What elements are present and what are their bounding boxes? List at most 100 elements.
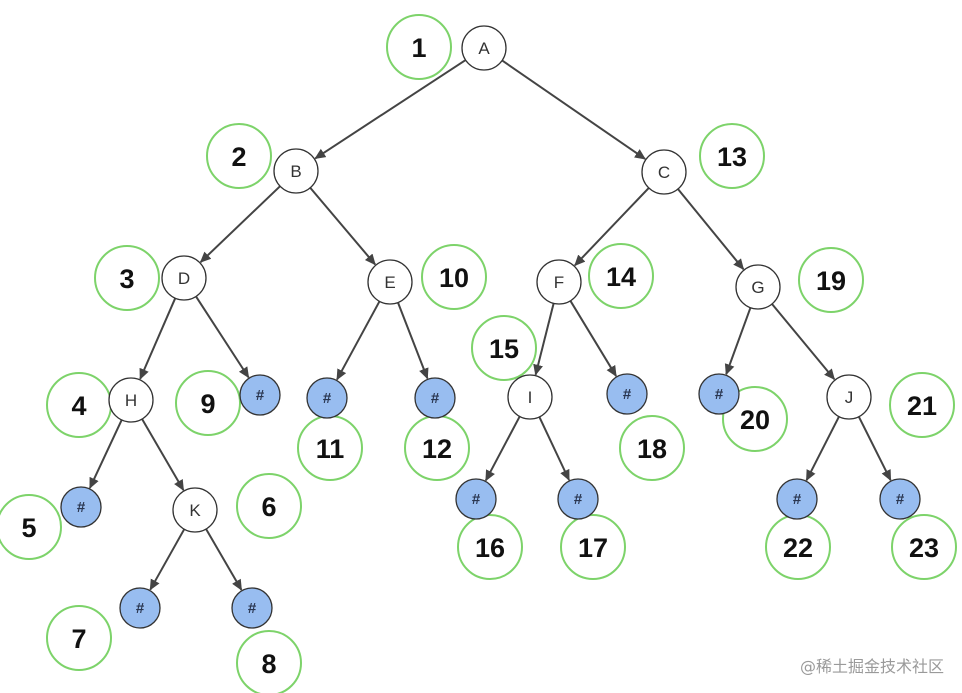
order-circle — [619, 415, 685, 481]
edge-A-B — [314, 59, 467, 160]
node-label: # — [623, 386, 632, 403]
edge-I-n16 — [484, 415, 521, 482]
node-circle — [161, 255, 207, 301]
null-node-n17: # — [557, 478, 599, 520]
edge-E-n12 — [397, 302, 429, 380]
node-label: # — [136, 600, 145, 617]
order-number: 4 — [71, 391, 86, 421]
order-number: 10 — [439, 263, 469, 293]
edge-C-G — [677, 188, 745, 270]
order-circle — [421, 244, 487, 310]
order-label-23: 23 — [891, 514, 957, 580]
order-number: 20 — [740, 405, 770, 435]
edge-E-n11 — [336, 300, 381, 381]
order-label-14: 14 — [588, 243, 654, 309]
null-circle — [239, 374, 281, 416]
edge-J-n22 — [805, 416, 840, 482]
edge-D-n9 — [195, 295, 250, 379]
order-circle — [236, 473, 302, 539]
order-circle — [588, 243, 654, 309]
node-label: D — [178, 269, 190, 288]
node-label: J — [845, 388, 854, 407]
node-label: # — [77, 499, 86, 516]
node-label: G — [751, 278, 764, 297]
edge-C-F — [574, 187, 650, 267]
order-number: 13 — [717, 142, 747, 172]
order-circle — [206, 123, 272, 189]
tree-node-J: J — [826, 374, 872, 420]
order-label-1: 1 — [386, 14, 452, 80]
order-circle — [386, 14, 452, 80]
order-circle — [471, 315, 537, 381]
order-circle — [889, 372, 955, 438]
tree-node-I: I — [507, 374, 553, 420]
node-circle — [367, 259, 413, 305]
order-label-3: 3 — [94, 245, 160, 311]
order-number: 1 — [411, 33, 426, 63]
order-number: 7 — [71, 624, 86, 654]
edge-K-n8 — [205, 528, 243, 591]
order-label-6: 6 — [236, 473, 302, 539]
order-circle — [798, 247, 864, 313]
node-circle — [536, 259, 582, 305]
null-node-n22: # — [776, 478, 818, 520]
tree-node-E: E — [367, 259, 413, 305]
order-number: 16 — [475, 533, 505, 563]
node-label: F — [554, 273, 564, 292]
null-node-n9: # — [239, 374, 281, 416]
null-circle — [306, 377, 348, 419]
order-circle — [891, 514, 957, 580]
node-label: # — [793, 491, 802, 508]
edge-B-D — [199, 185, 281, 263]
order-number: 22 — [783, 533, 813, 563]
node-label: B — [290, 162, 301, 181]
order-number: 5 — [21, 513, 36, 543]
tree-node-G: G — [735, 264, 781, 310]
order-label-2: 2 — [206, 123, 272, 189]
order-circle — [175, 370, 241, 436]
edge-H-K — [141, 418, 185, 491]
order-number: 15 — [489, 334, 519, 364]
node-label: # — [574, 491, 583, 508]
order-label-12: 12 — [404, 415, 470, 481]
null-circle — [698, 373, 740, 415]
node-label: # — [248, 600, 257, 617]
null-circle — [455, 478, 497, 520]
node-label: I — [528, 388, 533, 407]
order-circle — [722, 386, 788, 452]
node-circle — [461, 25, 507, 71]
node-circle — [826, 374, 872, 420]
order-label-20: 20 — [722, 386, 788, 452]
order-number: 14 — [606, 262, 636, 292]
order-number: 9 — [200, 389, 215, 419]
node-circle — [641, 149, 687, 195]
order-label-15: 15 — [471, 315, 537, 381]
edge-G-n20 — [724, 307, 752, 376]
null-circle — [557, 478, 599, 520]
order-label-13: 13 — [699, 123, 765, 189]
null-node-n11: # — [306, 377, 348, 419]
order-circle — [94, 245, 160, 311]
watermark: @稀土掘金技术社区 — [799, 657, 944, 676]
node-label: # — [431, 390, 440, 407]
tree-node-K: K — [172, 487, 218, 533]
null-circle — [231, 587, 273, 629]
order-circle — [560, 514, 626, 580]
null-circle — [776, 478, 818, 520]
order-label-17: 17 — [560, 514, 626, 580]
order-label-8: 8 — [236, 630, 302, 693]
null-node-n20: # — [698, 373, 740, 415]
node-circle — [172, 487, 218, 533]
node-label: C — [658, 163, 670, 182]
node-label: A — [478, 39, 490, 58]
tree-node-B: B — [273, 148, 319, 194]
null-circle — [60, 486, 102, 528]
null-circle — [119, 587, 161, 629]
order-label-9: 9 — [175, 370, 241, 436]
edge-H-n5 — [88, 419, 123, 489]
order-label-4: 4 — [46, 372, 112, 438]
node-circle — [108, 377, 154, 423]
order-label-10: 10 — [421, 244, 487, 310]
order-number: 23 — [909, 533, 939, 563]
